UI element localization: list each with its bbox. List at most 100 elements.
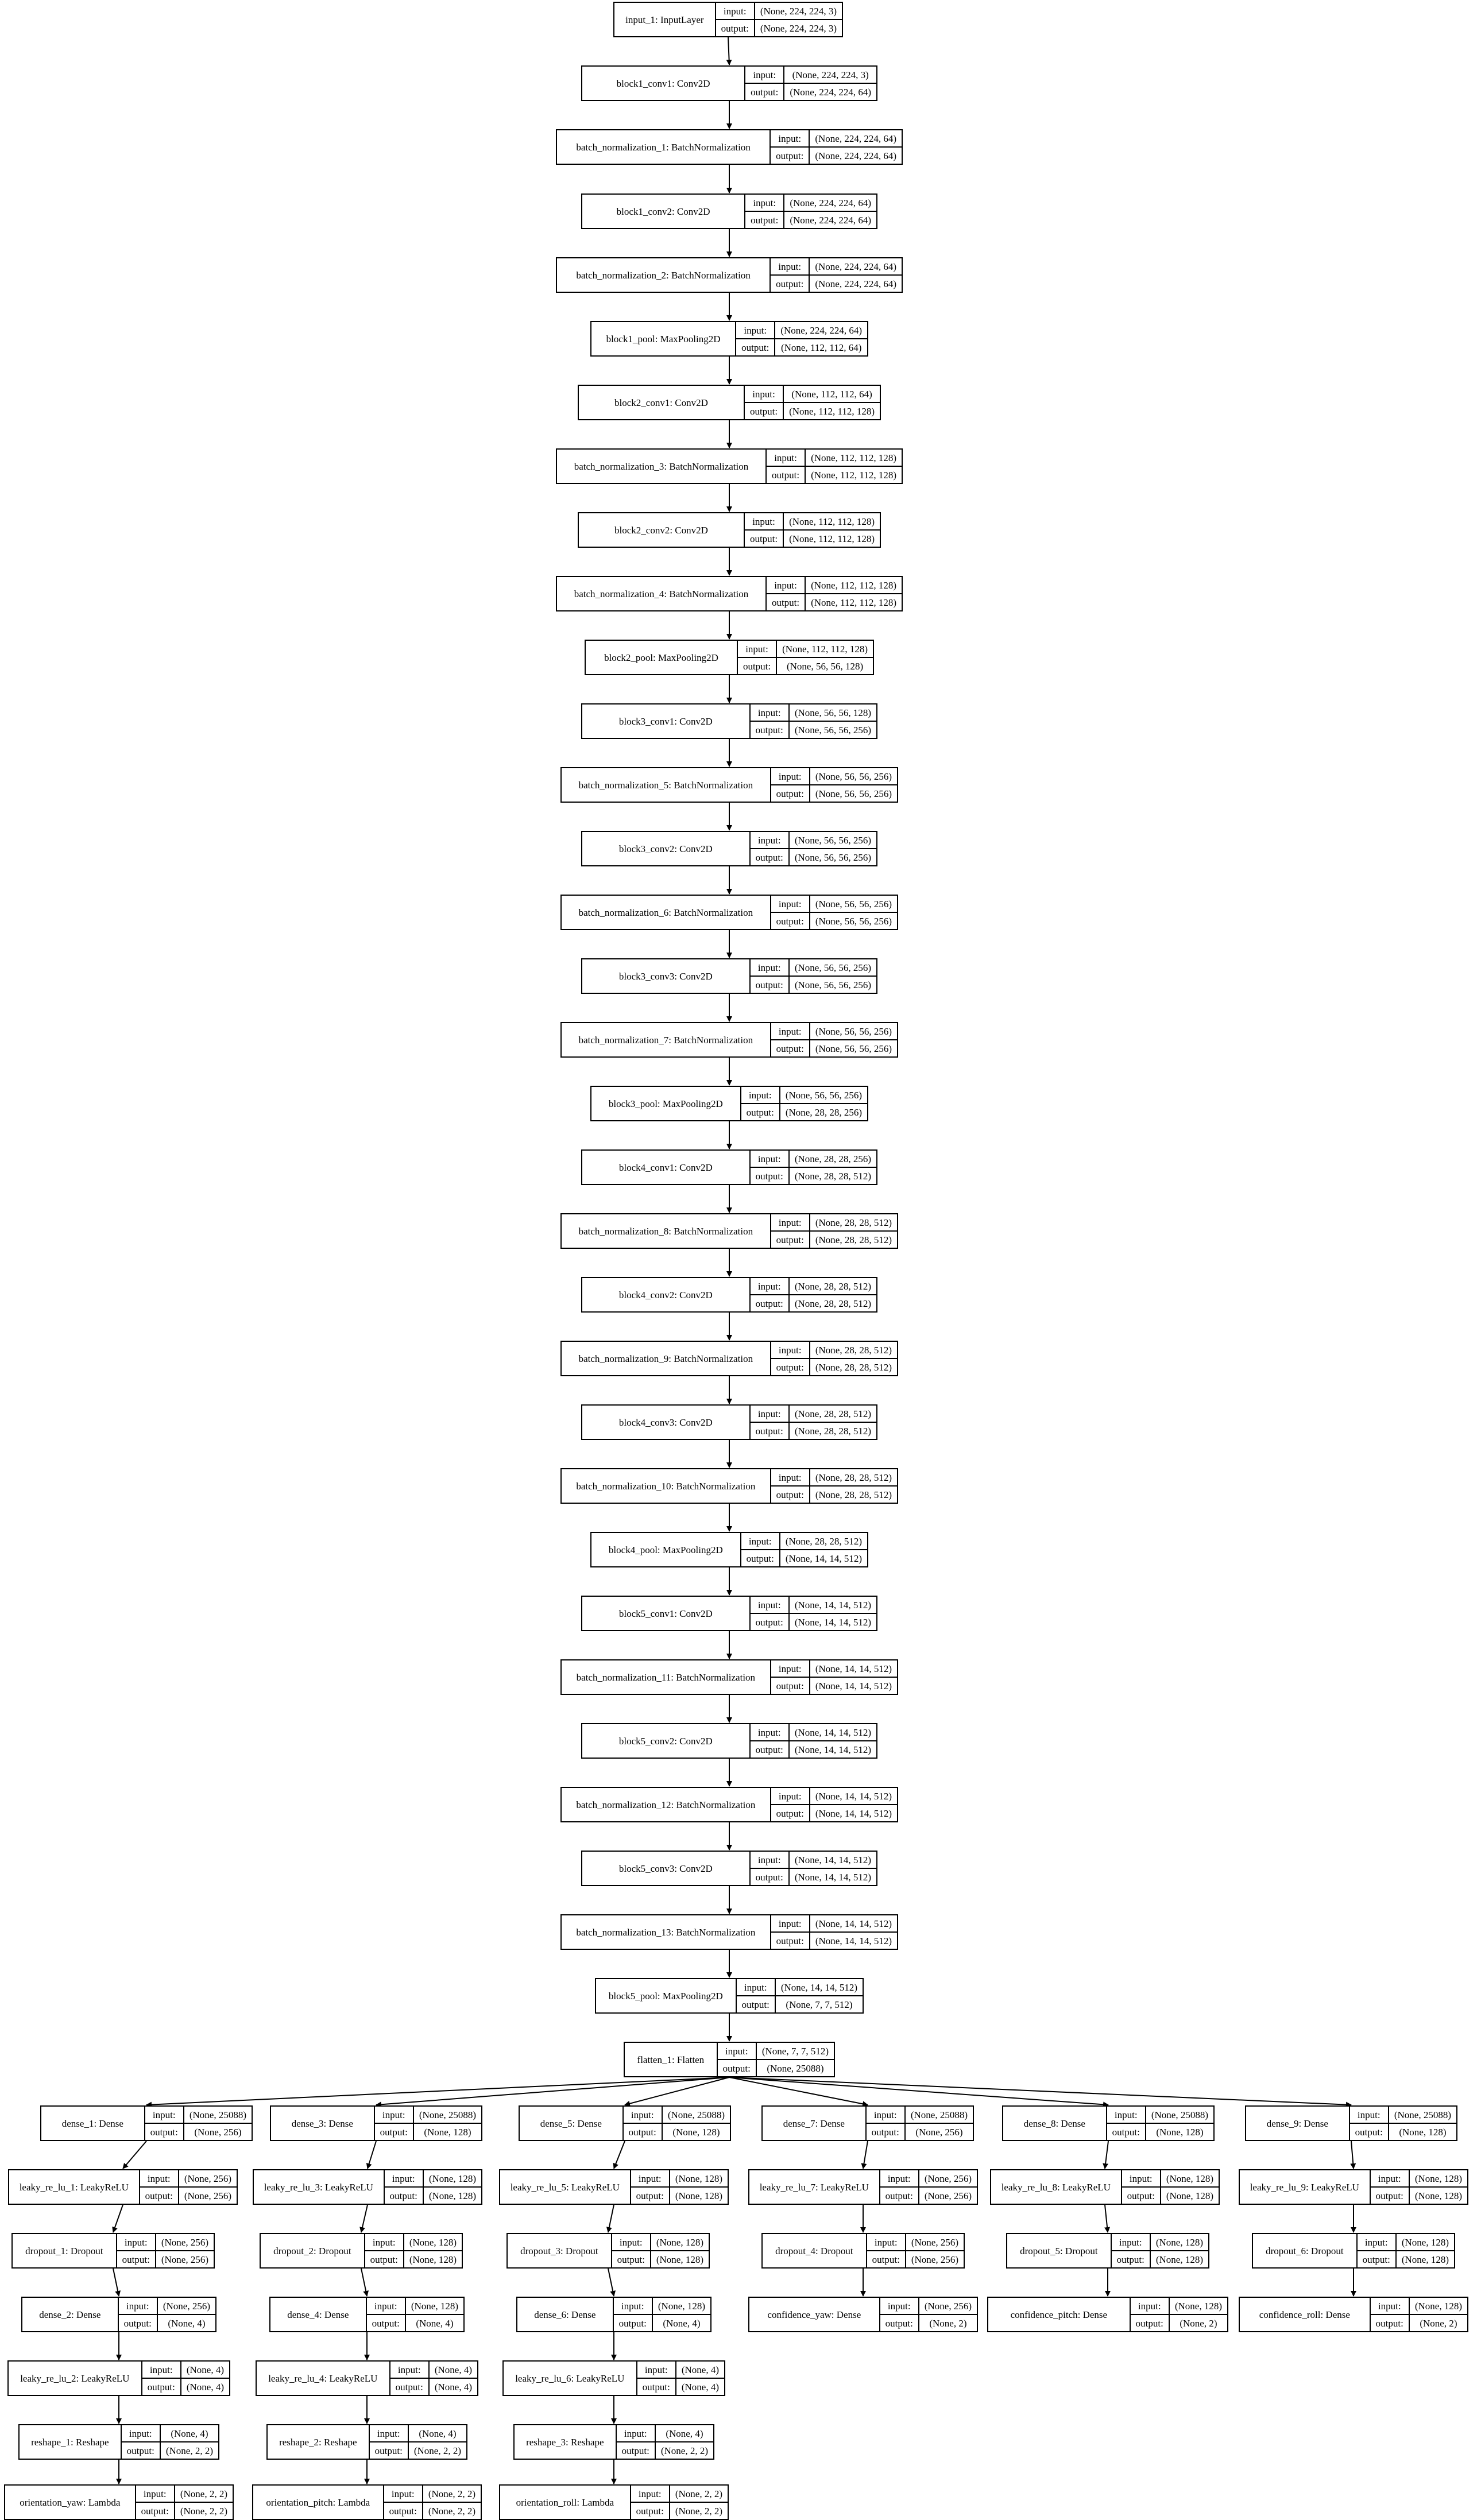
input-label: input: [145,2107,183,2124]
layer-name: dense_6: Dense [517,2298,614,2331]
output-label: output: [776,1234,804,1245]
output-shape: (None, 256) [911,2254,958,2265]
layer-name: dense_7: Dense [763,2107,867,2140]
input-shape: (None, 224, 224, 64) [784,195,876,212]
layer-name: batch_normalization_3: BatchNormalizatio… [557,450,767,483]
input-label: input: [117,2234,155,2251]
output-shape: (None, 2) [929,2317,967,2329]
edge-dense-5-to-leaky-re-lu-5 [613,2140,625,2169]
output-shape: (None, 2, 2) [675,2505,722,2517]
output-shape: (None, 112, 112, 64) [780,342,862,353]
input-label: input: [771,1915,809,1933]
output-label: output: [776,278,804,289]
input-shape: (None, 128) [1409,2298,1467,2315]
io-labels: input:output: [750,704,790,738]
io-shapes: (None, 14, 14, 512)(None, 14, 14, 512) [810,1915,897,1949]
layer-node-batch-normalization-10: batch_normalization_10: BatchNormalizati… [560,1468,898,1504]
io-shapes: (None, 224, 224, 64)(None, 224, 224, 64) [810,130,902,164]
io-labels: input:output: [1111,2234,1151,2267]
output-shape: (None, 56, 56, 256) [815,1043,892,1054]
io-labels: input:output: [716,3,755,36]
edge-input-1-to-block1-conv1 [726,37,732,65]
layer-name: orientation_pitch: Lambda [253,2486,384,2519]
io-labels: input:output: [750,1852,790,1885]
layer-name: orientation_roll: Lambda [500,2486,631,2519]
output-label: output: [755,1298,783,1309]
layer-node-batch-normalization-9: batch_normalization_9: BatchNormalizatio… [560,1341,898,1376]
input-label: input: [390,2362,428,2379]
input-shape: (None, 2, 2) [175,2486,233,2503]
io-labels: input:output: [374,2107,414,2140]
io-labels: input:output: [766,577,806,610]
io-labels: input:output: [366,2298,406,2331]
layer-name: batch_normalization_5: BatchNormalizatio… [562,768,771,802]
io-shapes: (None, 56, 56, 256)(None, 56, 56, 256) [789,832,876,865]
input-label: input: [613,2298,652,2315]
io-labels: input:output: [613,2298,653,2331]
io-shapes: (None, 112, 112, 128)(None, 112, 112, 12… [784,513,880,547]
input-label: input: [771,1469,809,1487]
output-label: output: [755,1616,783,1628]
io-shapes: (None, 28, 28, 512)(None, 28, 28, 512) [810,1342,897,1375]
input-shape: (None, 224, 224, 3) [784,67,876,84]
layer-name: leaky_re_lu_3: LeakyReLU [254,2170,385,2204]
output-label: output: [1375,2317,1403,2329]
io-shapes: (None, 256)(None, 256) [919,2170,977,2204]
output-label: output: [621,2445,649,2456]
io-shapes: (None, 25088)(None, 128) [1389,2107,1456,2140]
output-shape: (None, 14, 14, 512) [794,1871,871,1883]
input-shape: (None, 56, 56, 256) [789,832,876,849]
output-shape: (None, 14, 14, 512) [815,1935,892,1946]
layer-name: batch_normalization_12: BatchNormalizati… [562,1788,771,1821]
input-shape: (None, 56, 56, 128) [789,704,876,722]
input-label: input: [369,2425,408,2442]
layer-name: batch_normalization_4: BatchNormalizatio… [557,577,767,610]
io-shapes: (None, 2, 2)(None, 2, 2) [423,2486,481,2519]
input-label: input: [750,1406,788,1423]
input-label: input: [737,641,776,658]
layer-node-batch-normalization-13: batch_normalization_13: BatchNormalizati… [560,1914,898,1950]
input-label: input: [366,2298,405,2315]
input-shape: (None, 256) [919,2298,977,2315]
input-label: input: [121,2425,160,2442]
input-shape: (None, 224, 224, 64) [810,258,902,276]
layer-name: batch_normalization_9: BatchNormalizatio… [562,1342,771,1375]
layer-name: block4_conv1: Conv2D [582,1151,751,1184]
layer-name: confidence_pitch: Dense [988,2298,1131,2331]
layer-node-batch-normalization-5: batch_normalization_5: BatchNormalizatio… [560,767,898,803]
input-shape: (None, 14, 14, 512) [810,1660,897,1678]
output-shape: (None, 4) [681,2381,719,2393]
io-labels: input:output: [118,2298,158,2331]
io-labels: input:output: [1370,2170,1410,2204]
input-label: input: [1122,2170,1160,2188]
output-shape: (None, 56, 56, 256) [815,788,892,799]
layer-name: reshape_2: Reshape [268,2425,370,2459]
edge-flatten-1-to-dense-8 [729,2077,1109,2108]
output-label: output: [380,2126,408,2138]
output-shape: (None, 56, 56, 256) [794,724,871,736]
input-label: input: [745,195,784,212]
io-labels: input:output: [771,1915,810,1949]
input-shape: (None, 256) [156,2234,214,2251]
input-label: input: [880,2298,918,2315]
input-label: input: [612,2234,650,2251]
io-labels: input:output: [750,832,790,865]
output-label: output: [636,2505,664,2517]
output-label: output: [776,1361,804,1373]
layer-name: batch_normalization_2: BatchNormalizatio… [557,258,771,292]
output-label: output: [122,2254,150,2265]
io-shapes: (None, 25088)(None, 128) [662,2107,730,2140]
input-shape: (None, 128) [652,2298,710,2315]
